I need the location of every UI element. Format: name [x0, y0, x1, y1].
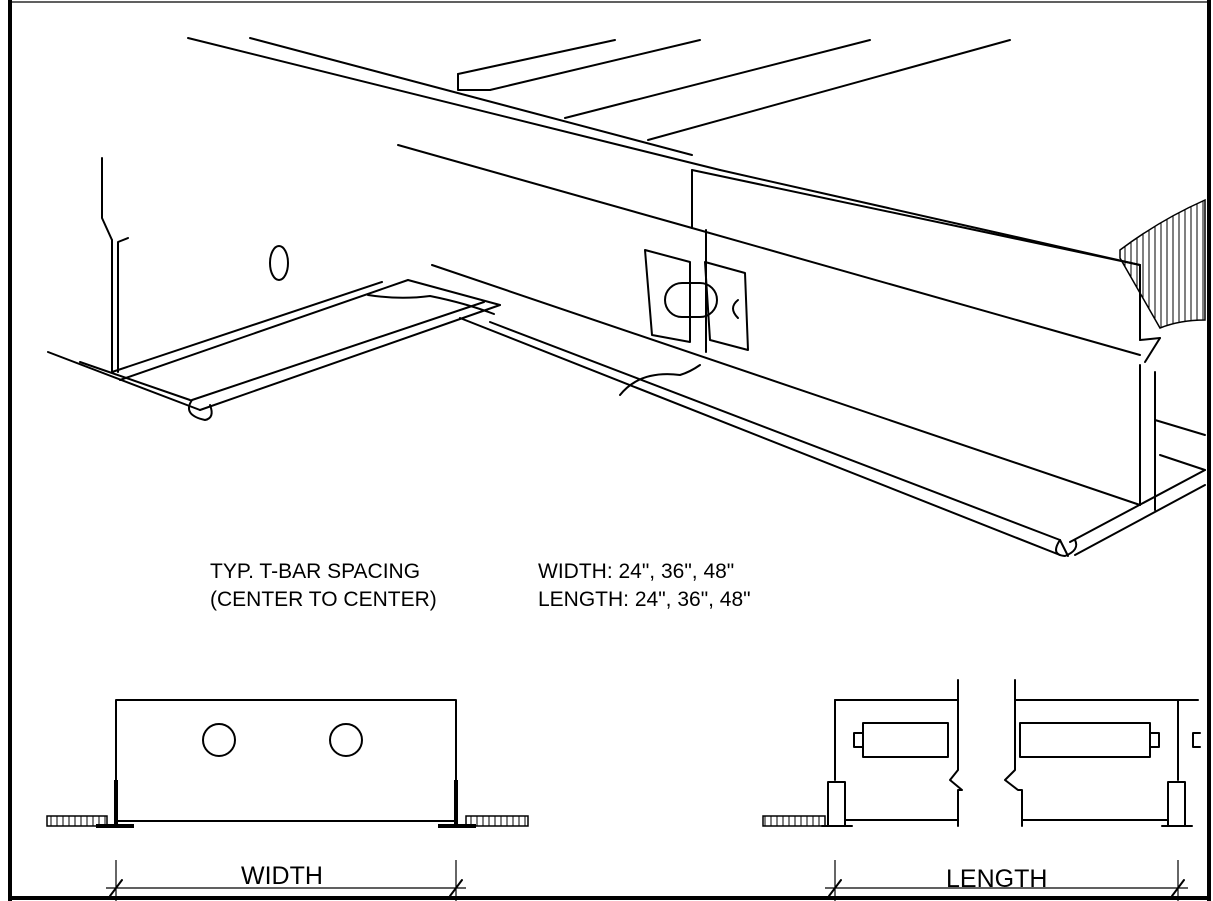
width-section-detail: WIDTH — [46, 699, 529, 901]
length-spec: LENGTH: 24", 36", 48" — [538, 588, 751, 611]
sheet-border — [8, 0, 1211, 901]
width-spec: WIDTH: 24", 36", 48" — [538, 560, 734, 583]
length-section-detail: LENGTH — [762, 679, 1201, 901]
spacing-notes: TYP. T-BAR SPACING (CENTER TO CENTER) WI… — [210, 560, 751, 611]
spacing-subtitle: (CENTER TO CENTER) — [210, 588, 437, 611]
isometric-t-bar-view — [47, 37, 1206, 557]
spacing-title: TYP. T-BAR SPACING — [210, 560, 420, 583]
length-dimension-label: LENGTH — [946, 865, 1047, 893]
width-dimension-label: WIDTH — [241, 862, 323, 890]
